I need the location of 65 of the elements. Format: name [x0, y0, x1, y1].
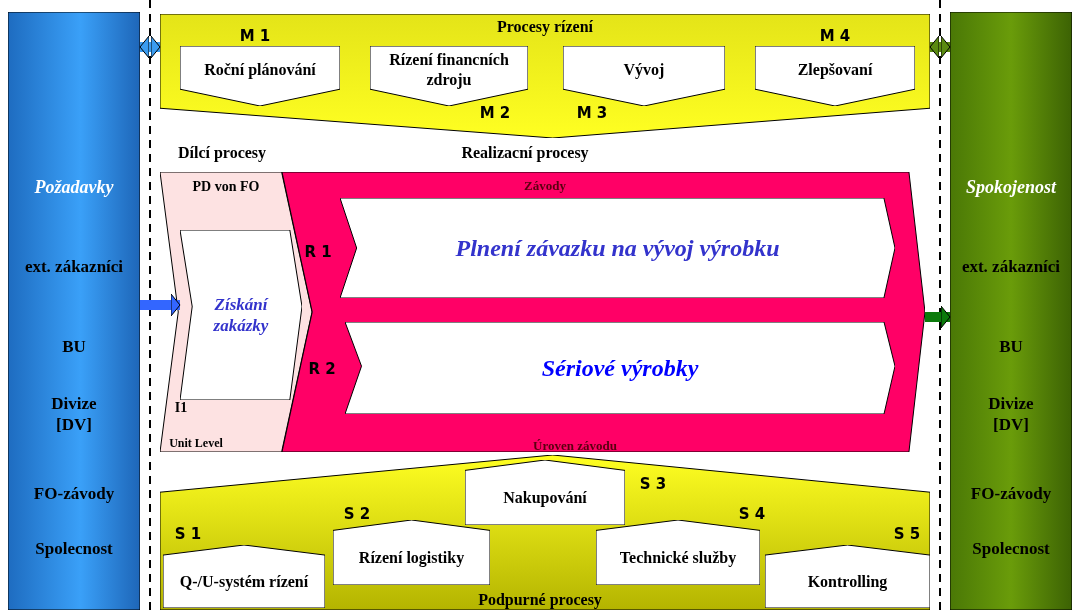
process-box: [370, 46, 528, 106]
process-band: [160, 14, 930, 138]
column-item: ext. zákazníci: [961, 256, 1061, 278]
step-number: S 2: [343, 505, 371, 523]
band-subtitle: Úroven závodu: [533, 438, 617, 455]
column-item: ext. zákazníci: [24, 256, 124, 278]
process-box: [563, 46, 725, 106]
column-item: Spolecnost: [35, 538, 113, 560]
box-label: Rízení logistiky: [358, 547, 465, 568]
box-label: Nakupování: [503, 487, 587, 508]
step-number: I1: [174, 399, 188, 417]
process-band: [282, 172, 925, 452]
process-box: [180, 46, 340, 106]
process-box: [755, 46, 915, 106]
step-number: S 1: [174, 525, 202, 543]
process-box: [465, 460, 625, 525]
box-label: Rízení financních zdroju: [388, 50, 510, 90]
step-number: R 2: [308, 360, 336, 378]
step-number: S 4: [738, 505, 766, 523]
column-item: FO-závody: [33, 483, 115, 505]
box-label: Roční plánování: [204, 60, 316, 80]
step-number: M 2: [479, 104, 511, 122]
band-subtitle: Unit Level: [169, 436, 223, 451]
band-title: Dílcí procesy: [177, 143, 267, 163]
chevron-box: [180, 230, 302, 400]
process-box: [596, 520, 760, 585]
block-arrow: [139, 35, 161, 59]
block-arrow: [140, 293, 181, 317]
step-number: M 4: [819, 27, 851, 45]
column-item: Divize [DV]: [987, 393, 1035, 436]
chevron-box: [340, 198, 895, 298]
stakeholder-column: [950, 12, 1072, 610]
block-arrow: [925, 305, 951, 329]
stakeholder-column: [8, 12, 140, 610]
box-label: Kontrolling: [807, 571, 888, 592]
step-number: S 5: [893, 525, 921, 543]
step-number: M 1: [239, 27, 271, 45]
box-label: Q-/U-systém rízení: [179, 571, 309, 592]
box-label: Plnení závazku na vývoj výrobku: [455, 234, 780, 263]
process-box: [333, 520, 490, 585]
column-heading: Požadavky: [34, 176, 114, 199]
block-arrow: [929, 35, 951, 59]
column-item: BU: [62, 336, 86, 358]
box-label: Technické služby: [619, 547, 737, 568]
step-number: S 3: [639, 475, 667, 493]
box-label: Sériové výrobky: [541, 354, 699, 383]
column-item: Divize [DV]: [50, 393, 98, 436]
process-band: [160, 455, 930, 610]
process-box: [765, 545, 930, 608]
band-title: Realizacní procesy: [461, 143, 589, 163]
box-label: Vývoj: [623, 60, 665, 80]
box-label: Získání zakázky: [212, 293, 270, 337]
column-item: BU: [999, 336, 1023, 358]
band-subtitle: PD von FO: [192, 178, 260, 196]
box-label: Zlepšovaní: [797, 60, 873, 80]
column-item: Spolecnost: [972, 538, 1050, 560]
band-subtitle: Závody: [524, 178, 566, 195]
column-heading: Spokojenost: [966, 176, 1056, 199]
column-item: FO-závody: [970, 483, 1052, 505]
step-number: R 1: [304, 243, 332, 261]
step-number: M 3: [576, 104, 608, 122]
process-box: [163, 545, 325, 608]
band-title: Procesy rízení: [496, 17, 594, 37]
band-title: Podpurné procesy: [478, 590, 602, 610]
chevron-box: [345, 322, 895, 414]
